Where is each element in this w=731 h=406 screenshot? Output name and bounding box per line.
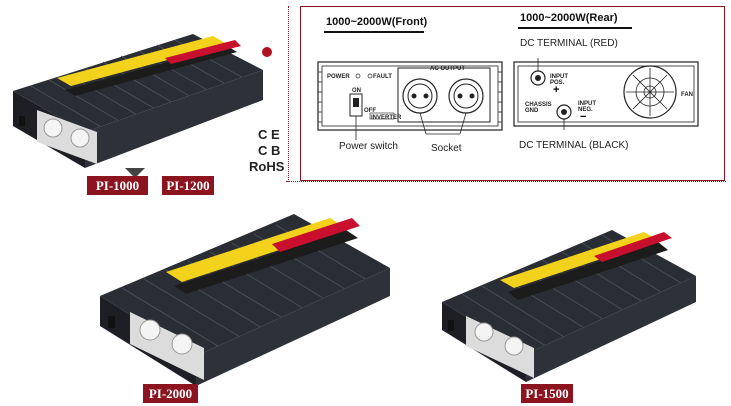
power-switch-label: Power switch <box>339 141 398 152</box>
front-panel-drawing <box>317 61 503 140</box>
rear-plus-sign: + <box>553 84 560 96</box>
front-ac-output-label: AC OUTPUT <box>430 66 465 72</box>
divider-vertical <box>288 6 289 182</box>
model-label-pi1500: PI-1500 <box>521 384 573 403</box>
dc-terminal-red-label: DC TERMINAL (RED) <box>520 38 618 49</box>
front-switch-on-label: ON <box>352 88 361 94</box>
front-power-led-label: POWER <box>327 74 350 80</box>
rear-panel-drawing <box>513 58 699 130</box>
dc-terminal-black-label: DC TERMINAL (BLACK) <box>519 140 629 151</box>
front-panel-title: 1000~2000W(Front) <box>326 16 428 28</box>
cert-cb: C B <box>258 143 281 158</box>
socket-label: Socket <box>431 143 462 154</box>
inverter-image-pi1000-pi1200 <box>13 34 272 178</box>
rear-input-neg-label: INPUT NEG. <box>578 101 596 113</box>
cert-ce: C E <box>258 127 280 142</box>
model-label-pi1200: PI-1200 <box>162 176 214 195</box>
front-rear-diagram-panel <box>300 6 725 181</box>
front-switch-off-label: OFF <box>364 108 376 114</box>
rear-minus-sign: − <box>580 111 587 123</box>
inverter-image-pi2000 <box>100 214 390 386</box>
rear-panel-title: 1000~2000W(Rear) <box>520 12 618 24</box>
front-title-underline <box>324 31 424 33</box>
front-fault-led-label: FAULT <box>373 74 392 80</box>
rear-chassis-gnd-label: CHASSIS GND <box>525 102 552 114</box>
cert-rohs: RoHS <box>249 159 285 174</box>
divider-horizontal <box>286 181 726 182</box>
front-inverter-label: INVERTER <box>371 115 402 121</box>
rear-title-underline <box>518 27 632 29</box>
inverter-image-pi1500 <box>442 230 696 382</box>
model-label-pi2000: PI-2000 <box>143 384 198 403</box>
model-label-pi1000: PI-1000 <box>87 176 148 195</box>
rear-input-pos-label: INPUT POS. <box>550 74 568 86</box>
rear-fan-label: FAN <box>681 92 693 98</box>
